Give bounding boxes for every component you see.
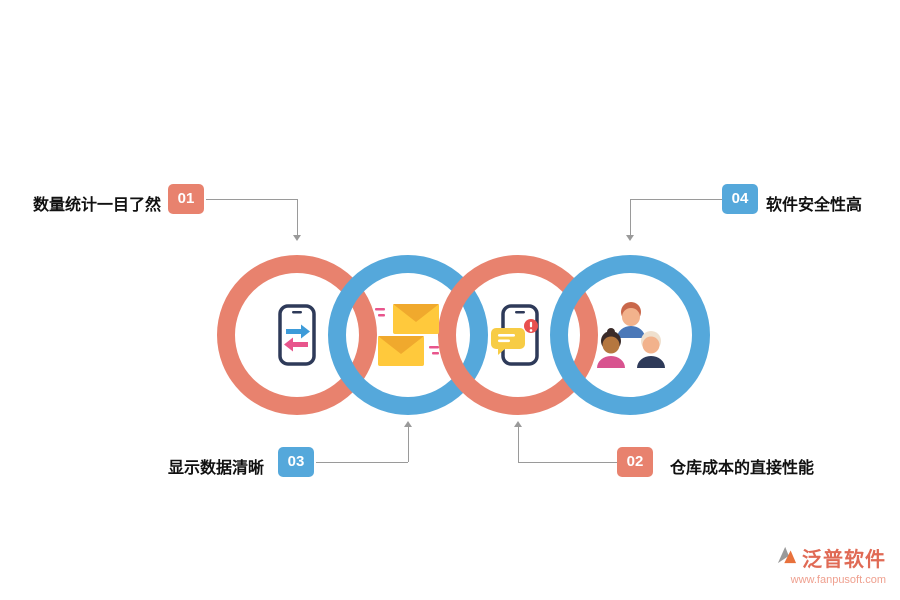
connector-01-horizontal <box>206 199 297 200</box>
connector-01-arrowhead <box>293 235 301 241</box>
feature-label-02: 仓库成本的直接性能 <box>670 460 815 477</box>
connector-04-vertical <box>630 199 631 235</box>
connector-02-horizontal <box>518 462 617 463</box>
badge-02: 02 <box>617 447 653 477</box>
feature-label-04: 软件安全性高 <box>766 197 863 214</box>
feature-label-03: 显示数据清晰 <box>168 460 265 477</box>
connector-03-horizontal <box>316 462 408 463</box>
brand-logo-icon <box>776 545 798 570</box>
brand-site-url: www.fanpusoft.com <box>790 574 886 586</box>
badge-04: 04 <box>722 184 758 214</box>
mail-icon <box>372 300 444 368</box>
connector-01-vertical <box>297 199 298 235</box>
badge-03: 03 <box>278 447 314 477</box>
brand-name: 泛普软件 <box>802 549 886 571</box>
brand-watermark: 泛普软件 www.fanpusoft.com <box>776 543 886 586</box>
connector-02-arrowhead <box>514 421 522 427</box>
connector-02-vertical <box>518 427 519 462</box>
phone-transfer-icon <box>274 304 320 366</box>
connector-03-arrowhead <box>404 421 412 427</box>
team-icon <box>592 300 670 372</box>
phone-chat-icon <box>489 304 547 366</box>
connector-03-vertical <box>408 427 409 462</box>
connector-04-arrowhead <box>626 235 634 241</box>
badge-01: 01 <box>168 184 204 214</box>
feature-label-01: 数量统计一目了然 <box>33 197 162 214</box>
connector-04-horizontal <box>630 199 722 200</box>
